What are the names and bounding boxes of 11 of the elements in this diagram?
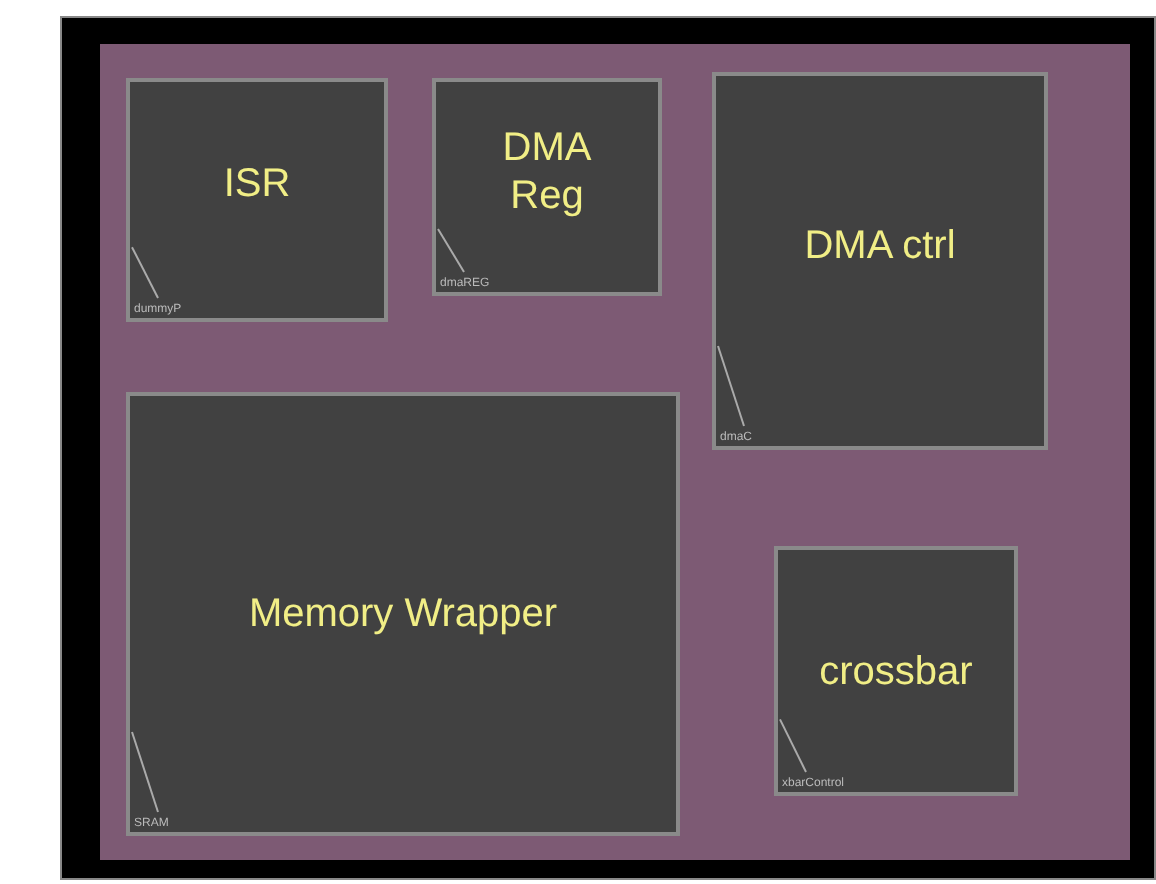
block-label: ISR [221, 160, 293, 208]
block-box [126, 78, 388, 322]
block-box [774, 546, 1018, 796]
block-label: crossbar [817, 647, 975, 695]
block-label: DMA ctrl [802, 221, 958, 269]
block-box [432, 78, 662, 296]
block-label: Memory Wrapper [246, 590, 560, 638]
block-label: DMA Reg [500, 123, 594, 219]
block-box [126, 392, 680, 836]
die-area [100, 44, 1130, 860]
block-box [712, 72, 1048, 450]
